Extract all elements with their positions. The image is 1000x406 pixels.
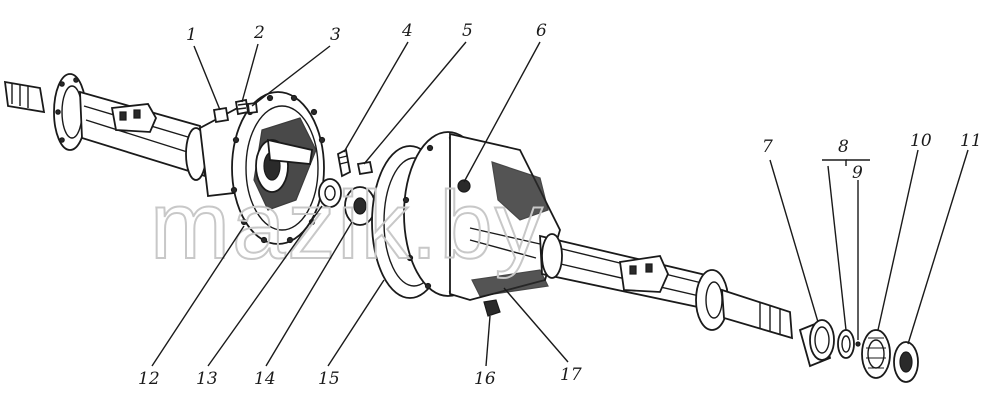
drain-plug bbox=[483, 299, 501, 317]
callout-1: 1 bbox=[186, 25, 197, 45]
right-axle-housing bbox=[371, 131, 793, 340]
callout-4: 4 bbox=[401, 21, 413, 41]
callout-10: 10 bbox=[910, 131, 932, 151]
callout-5: 5 bbox=[462, 21, 473, 41]
callout-13: 13 bbox=[196, 369, 218, 389]
callout-labels: 1 2 3 4 5 6 7 8 9 10 11 12 13 14 15 16 1… bbox=[138, 21, 982, 389]
callout-14: 14 bbox=[254, 369, 276, 389]
callout-6: 6 bbox=[536, 21, 547, 41]
bolt-and-pin bbox=[336, 148, 374, 178]
callout-15: 15 bbox=[318, 369, 340, 389]
watermark-text: mazik.by bbox=[150, 172, 545, 279]
callout-12: 12 bbox=[138, 369, 160, 389]
callout-11: 11 bbox=[960, 131, 982, 151]
callout-8: 8 bbox=[838, 137, 849, 157]
callout-3: 3 bbox=[330, 25, 341, 45]
washers bbox=[318, 178, 376, 226]
bearing-parts bbox=[798, 319, 919, 383]
callout-17: 17 bbox=[560, 365, 582, 385]
callout-9: 9 bbox=[852, 163, 863, 183]
leader-lines bbox=[151, 41, 969, 367]
callout-2: 2 bbox=[253, 23, 265, 43]
left-housing-flange bbox=[230, 91, 326, 245]
callout-16: 16 bbox=[474, 369, 496, 389]
callout-7: 7 bbox=[762, 137, 773, 157]
